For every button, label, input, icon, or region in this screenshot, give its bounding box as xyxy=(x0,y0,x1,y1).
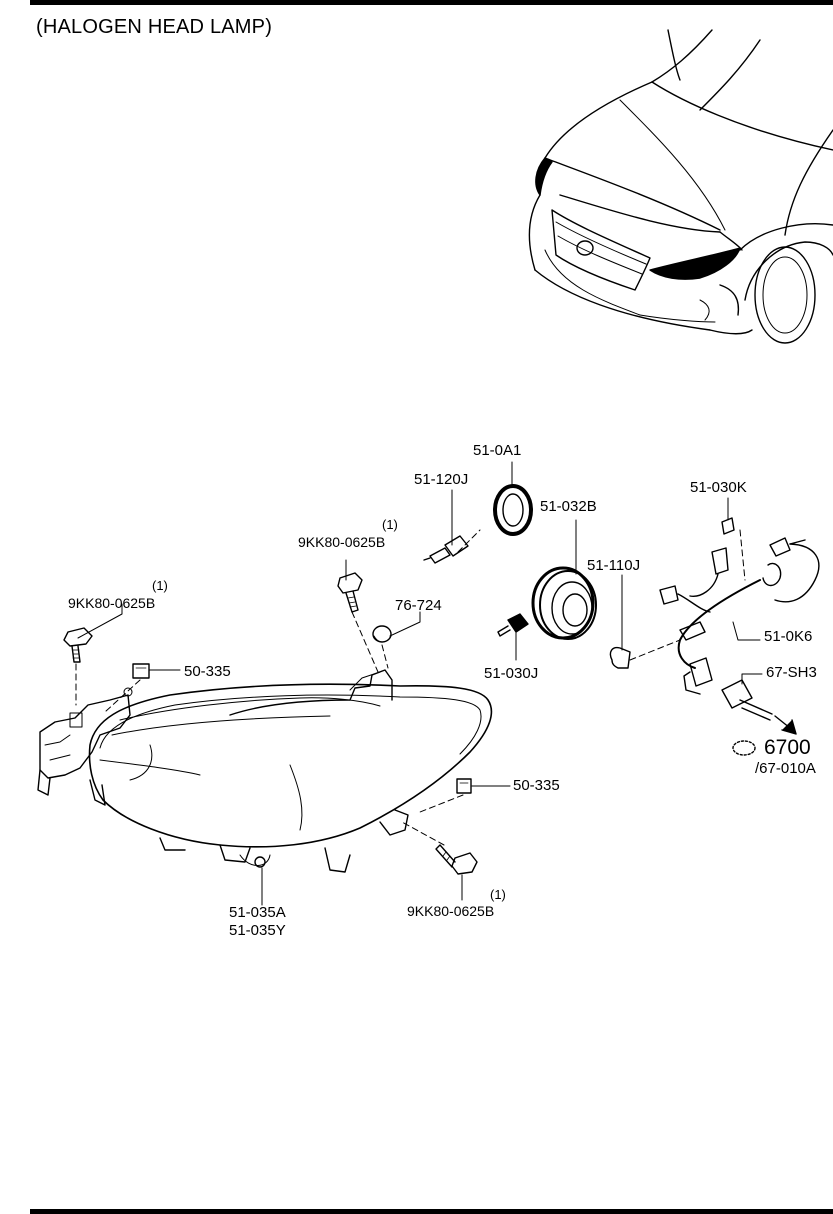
bolt-qty-top: (1) xyxy=(382,517,398,532)
bottom-border-rule xyxy=(30,1209,833,1214)
bolt-label-bottom[interactable]: 9KK80-0625B xyxy=(407,903,495,919)
bulb-51-120j-drawing xyxy=(423,535,469,564)
bolt-qty-left: (1) xyxy=(152,578,168,593)
assembly-dashed-lines xyxy=(75,529,746,846)
part-label-51-0k6[interactable]: 51-0K6 xyxy=(764,628,813,645)
bolt-qty-bottom: (1) xyxy=(490,887,506,902)
clip-drawings xyxy=(132,625,472,794)
part-label-51-032b[interactable]: 51-032B xyxy=(540,498,597,515)
bolt-label-top[interactable]: 9KK80-0625B xyxy=(298,534,386,550)
connector-67-sh3-drawing xyxy=(721,679,773,721)
cover-51-032b-drawing xyxy=(531,566,597,640)
reference-group-number[interactable]: 6700 xyxy=(764,736,811,759)
bulb-51-030j-drawing xyxy=(497,613,529,637)
bulb-51-030k-drawing xyxy=(721,517,735,535)
car-front-illustration xyxy=(528,29,833,344)
harness-51-0k6-drawing xyxy=(659,537,820,695)
ring-51-0a1-drawing xyxy=(493,484,533,536)
bolt-label-left[interactable]: 9KK80-0625B xyxy=(68,595,156,611)
bolt-bottom-drawing xyxy=(435,844,478,875)
part-label-67-sh3[interactable]: 67-SH3 xyxy=(766,664,817,681)
reference-arrow-drawing xyxy=(732,715,797,756)
part-label-51-030k[interactable]: 51-030K xyxy=(690,479,747,496)
part-label-50-335-lower[interactable]: 50-335 xyxy=(513,777,560,794)
bulb-51-110j-drawing xyxy=(609,646,631,669)
part-label-51-0a1[interactable]: 51-0A1 xyxy=(473,442,522,459)
bolt-left-drawing xyxy=(63,627,93,663)
part-label-51-120j[interactable]: 51-120J xyxy=(414,471,469,488)
part-label-51-035y[interactable]: 51-035Y xyxy=(229,922,286,939)
headlamp-assembly-drawing xyxy=(37,669,493,873)
leader-lines xyxy=(77,461,763,906)
part-label-50-335-upper[interactable]: 50-335 xyxy=(184,663,231,680)
part-label-51-030j[interactable]: 51-030J xyxy=(484,665,539,682)
part-label-51-035a[interactable]: 51-035A xyxy=(229,904,286,921)
top-border-rule xyxy=(30,0,833,5)
diagram-title: (HALOGEN HEAD LAMP) xyxy=(36,16,273,38)
part-label-76-724[interactable]: 76-724 xyxy=(395,597,442,614)
bolt-top-drawing xyxy=(337,572,363,613)
part-label-51-110j[interactable]: 51-110J xyxy=(587,557,641,574)
reference-sub-number[interactable]: /67-010A xyxy=(755,760,816,777)
